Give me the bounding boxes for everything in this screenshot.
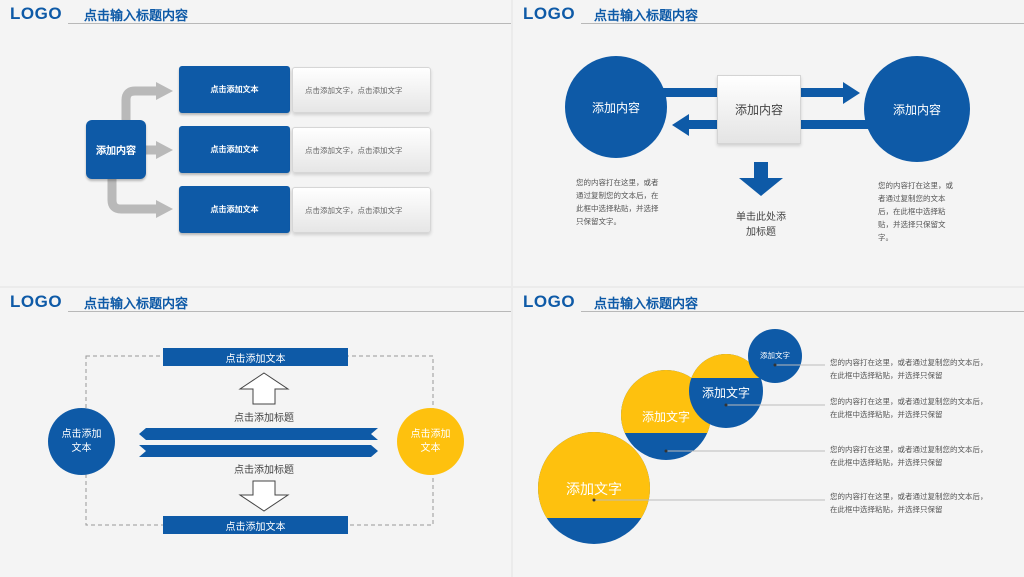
row-label-2[interactable]: 点击添加文本 bbox=[179, 126, 290, 173]
slide-3[interactable]: LOGO 点击输入标题内容 点击添加文本 点击添加文本 点击添加标题 点击添加标… bbox=[0, 288, 511, 577]
left-description: 您的内容打在这里，或者通过复制您的文本后，在此框中选择粘贴，并选择只保留文字。 bbox=[576, 178, 659, 226]
description-1: 您的内容打在这里，或者通过复制您的文本后，在此框中选择粘贴，并选择只保留 bbox=[830, 358, 988, 380]
description-2: 您的内容打在这里，或者通过复制您的文本后，在此框中选择粘贴，并选择只保留 bbox=[830, 397, 988, 419]
title-rule bbox=[581, 23, 1024, 24]
logo: LOGO bbox=[523, 292, 576, 311]
slide-4[interactable]: LOGO 点击输入标题内容 添加文字 添加文字 添加文字 添加文字 您的内容打在… bbox=[513, 288, 1024, 577]
logo: LOGO bbox=[10, 4, 63, 23]
row-label-1[interactable]: 点击添加文本 bbox=[179, 66, 290, 113]
logo: LOGO bbox=[10, 292, 63, 311]
row-desc-3[interactable]: 点击添加文字，点击添加文字 bbox=[292, 187, 431, 233]
title-rule bbox=[581, 311, 1024, 312]
right-circle[interactable]: 添加内容 bbox=[864, 56, 970, 162]
right-circle[interactable]: 点击添加文本 bbox=[397, 408, 464, 475]
circle-label-2[interactable]: 添加文字 bbox=[701, 386, 750, 400]
row-label-3[interactable]: 点击添加文本 bbox=[179, 186, 290, 233]
center-box[interactable]: 添加内容 bbox=[86, 120, 146, 179]
connector-arrows bbox=[107, 82, 173, 218]
circle-label-1[interactable]: 添加文字 bbox=[760, 351, 790, 360]
bottom-label[interactable]: 点击添加标题 bbox=[234, 465, 294, 476]
circle-label-3[interactable]: 添加文字 bbox=[641, 410, 690, 424]
bottom-title[interactable]: 单击此处添加标题 bbox=[736, 212, 786, 238]
row-desc-2[interactable]: 点击添加文字，点击添加文字 bbox=[292, 127, 431, 173]
title-rule bbox=[68, 311, 511, 312]
slide-2[interactable]: LOGO 点击输入标题内容 添加内容 添加内容 添加内容 您的内容打在这里，或者… bbox=[513, 0, 1024, 286]
left-circle[interactable]: 点击添加文本 bbox=[48, 408, 115, 475]
slide-title: 点击输入标题内容 bbox=[84, 9, 189, 24]
slide-1[interactable]: LOGO 点击输入标题内容 添加内容 点击添加文本 点击添加文字，点击添加文字 … bbox=[0, 0, 511, 286]
circles-graphic bbox=[538, 329, 825, 544]
description-3: 您的内容打在这里，或者通过复制您的文本后，在此框中选择粘贴，并选择只保留 bbox=[830, 445, 988, 467]
logo: LOGO bbox=[523, 4, 576, 23]
circle-label-4[interactable]: 添加文字 bbox=[566, 482, 622, 498]
bottom-bar[interactable]: 点击添加文本 bbox=[163, 516, 348, 534]
description-4: 您的内容打在这里，或者通过复制您的文本后，在此框中选择粘贴，并选择只保留 bbox=[830, 492, 988, 514]
left-circle[interactable]: 添加内容 bbox=[565, 56, 667, 158]
top-bar[interactable]: 点击添加文本 bbox=[163, 348, 348, 366]
slide-title: 点击输入标题内容 bbox=[84, 297, 189, 312]
row-desc-1[interactable]: 点击添加文字，点击添加文字 bbox=[292, 67, 431, 113]
title-rule bbox=[68, 23, 511, 24]
slide-title: 点击输入标题内容 bbox=[594, 297, 699, 312]
top-label[interactable]: 点击添加标题 bbox=[234, 413, 294, 424]
slide-title: 点击输入标题内容 bbox=[594, 9, 699, 24]
center-box[interactable]: 添加内容 bbox=[717, 75, 801, 144]
right-description: 您的内容打在这里，或者通过复制您的文本后，在此框中选择粘贴，并选择只保留文字。 bbox=[878, 181, 953, 242]
